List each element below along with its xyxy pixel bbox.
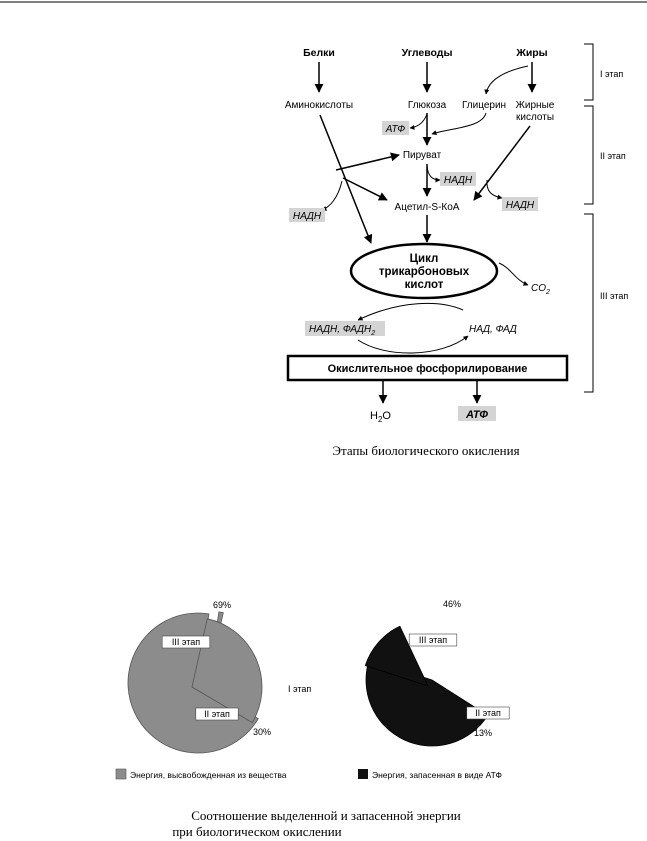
node-glucose: Глюкоза bbox=[408, 100, 447, 111]
pie-1-percent-3: 30% bbox=[253, 727, 271, 737]
arrow-glycerol-pyruvate bbox=[431, 112, 487, 135]
badge-atp-final-label: АТФ bbox=[465, 409, 488, 421]
pie-2-slice-1 bbox=[365, 659, 489, 747]
oxidation-diagram: Белки Углеводы Жиры Аминокислоты Глюкоза… bbox=[285, 43, 628, 458]
arrow-cycle-bottom bbox=[357, 335, 469, 354]
node-fatty-2: кислоты bbox=[516, 112, 554, 123]
tca-label-2: трикарбоновых bbox=[379, 266, 470, 278]
arrow-amino-pyruvate bbox=[335, 152, 400, 171]
stage-1-label: I этап bbox=[600, 69, 623, 79]
arrow-pyruvate-nadh bbox=[426, 165, 441, 183]
node-carbs: Углеводы bbox=[402, 47, 453, 59]
node-proteins: Белки bbox=[303, 47, 335, 59]
badge-nadh-1 bbox=[440, 172, 476, 186]
product-co2: CO2 bbox=[531, 283, 550, 296]
badge-nadh-2 bbox=[289, 208, 325, 222]
tca-label-3: кислот bbox=[405, 279, 444, 291]
pie-2-label-1: III этап bbox=[419, 635, 447, 645]
pie-1-label-1: III этап bbox=[172, 637, 200, 647]
badge-nadh-fadh bbox=[305, 321, 385, 336]
charts-caption-line-1: Соотношение выделенной и запасенной энер… bbox=[191, 808, 461, 823]
arrow-amino-nadh bbox=[321, 180, 343, 211]
bracket-stage-2 bbox=[584, 105, 594, 205]
badge-atp-final bbox=[458, 406, 496, 421]
badge-atp-1-label: АТФ bbox=[385, 124, 405, 135]
node-amino: Аминокислоты bbox=[285, 100, 353, 111]
badge-nadh-1-label: НАДН bbox=[444, 175, 473, 186]
badge-nadh-3 bbox=[502, 197, 538, 211]
arrow-fats-glycerol bbox=[484, 65, 529, 95]
product-h2o: H2O bbox=[370, 410, 391, 424]
badge-nadh-3-label: НАДН bbox=[506, 200, 535, 211]
tca-cycle-ellipse bbox=[349, 242, 499, 300]
legend-swatch-released bbox=[115, 768, 127, 780]
stage-3-label: III этап bbox=[600, 291, 628, 301]
node-glycerol: Глицерин bbox=[462, 100, 506, 111]
legend-swatch-stored bbox=[358, 769, 368, 779]
tca-label-1: Цикл bbox=[410, 253, 439, 265]
badge-atp-1 bbox=[382, 121, 409, 135]
badge-nadh-2-label: НАДН bbox=[293, 211, 322, 222]
legend-label-released: Энергия, высвобожденная из вещества bbox=[130, 770, 287, 780]
pie-2-label-box-1 bbox=[408, 633, 458, 647]
arrow-fatty-acetyl bbox=[473, 125, 531, 201]
pie-1-label-3: II этап bbox=[204, 709, 230, 719]
energy-pies: III этап 69% I этап II этап 30% III этап 46% II… bbox=[127, 599, 510, 754]
diagram-caption: Этапы биологического окисления bbox=[332, 443, 519, 458]
pie-1-label-box-3 bbox=[195, 707, 239, 721]
pie-2-label-box-2 bbox=[466, 706, 510, 720]
legend-label-stored: Энергия, запасенная в виде АТФ bbox=[372, 770, 502, 780]
pie-2-slice-2 bbox=[364, 625, 429, 687]
pie-2-percent-2: 13% bbox=[474, 728, 492, 738]
pie-2-percent-1: 46% bbox=[443, 599, 461, 609]
charts-caption-line-2: при биологическом окислении bbox=[172, 824, 341, 839]
arrow-tca-co2 bbox=[498, 262, 529, 286]
pie-1-label-2: I этап bbox=[288, 684, 311, 694]
pie-1-percent-1: 69% bbox=[213, 600, 231, 610]
arrow-cycle-top bbox=[357, 303, 464, 321]
node-fatty-1: Жирные bbox=[516, 100, 555, 111]
legend: Энергия, высвобожденная из вещества Энер… bbox=[115, 768, 502, 780]
node-acetyl: Ацетил-S-КоА bbox=[395, 202, 460, 213]
oxphos-box bbox=[286, 354, 569, 382]
badge-nad-fad-label: НАД, ФАД bbox=[469, 324, 517, 335]
arrow-amino-acetyl bbox=[342, 177, 388, 201]
arrow-fatty-nadh bbox=[486, 179, 503, 200]
oxphos-label: Окислительное фосфорилирование bbox=[328, 363, 528, 375]
node-fats: Жиры bbox=[515, 47, 547, 59]
pie-2-label-2: II этап bbox=[475, 708, 501, 718]
node-pyruvate: Пируват bbox=[403, 150, 442, 161]
stage-2-label: II этап bbox=[600, 151, 626, 161]
bracket-stage-3 bbox=[584, 213, 594, 393]
badge-nadh-fadh-label: НАДН, ФАДН2 bbox=[309, 324, 375, 337]
arrow-glucose-atp bbox=[409, 113, 428, 130]
pie-1-label-box-1 bbox=[161, 635, 211, 649]
bracket-stage-1 bbox=[584, 43, 594, 101]
